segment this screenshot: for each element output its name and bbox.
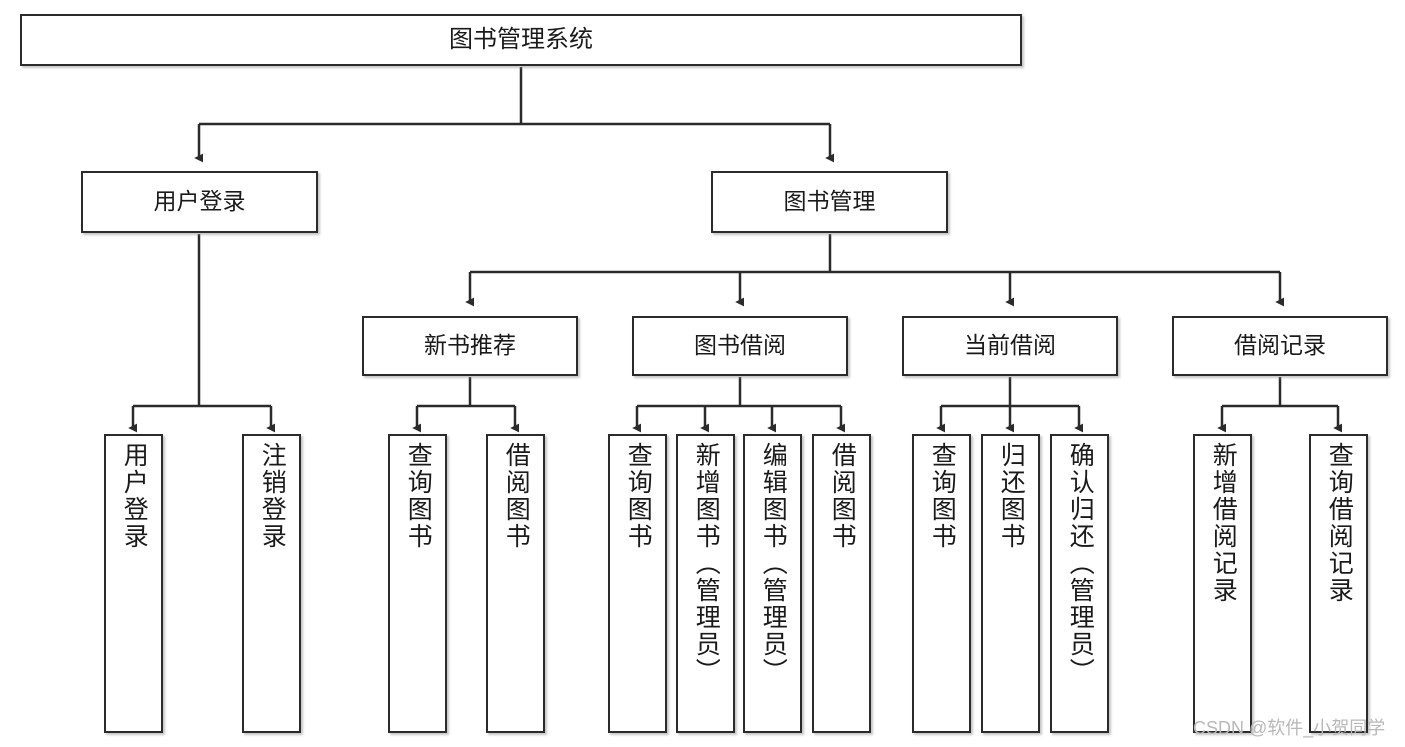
node-new-book-rec[interactable]: 新书推荐: [362, 316, 578, 376]
node-label: 查询借阅记录: [1325, 442, 1354, 604]
node-borrow-record[interactable]: 借阅记录: [1172, 316, 1388, 376]
leaf-query-book-1[interactable]: 查询图书: [388, 434, 447, 733]
leaf-query-book-2[interactable]: 查询图书: [608, 434, 667, 733]
node-label: 当前借阅: [964, 332, 1056, 359]
node-label: 图书借阅: [694, 332, 786, 359]
node-label: 新书推荐: [424, 332, 516, 359]
node-label: 注销登录: [258, 442, 287, 550]
leaf-add-record[interactable]: 新增借阅记录: [1193, 434, 1252, 733]
node-root-system[interactable]: 图书管理系统: [20, 14, 1022, 66]
node-label: 借阅图书: [828, 442, 857, 550]
leaf-borrow-book-1[interactable]: 借阅图书: [486, 434, 545, 733]
leaf-logout[interactable]: 注销登录: [242, 434, 301, 733]
leaf-query-record[interactable]: 查询借阅记录: [1309, 434, 1368, 733]
node-label: 借阅图书: [502, 442, 531, 550]
leaf-confirm-return[interactable]: 确认归还（管理员）: [1050, 434, 1109, 733]
node-label: 确认归还（管理员）: [1066, 442, 1095, 685]
node-user-login[interactable]: 用户登录: [81, 171, 318, 233]
leaf-user-login[interactable]: 用户登录: [104, 434, 163, 733]
node-label: 新增图书（管理员）: [692, 442, 721, 685]
node-label: 编辑图书（管理员）: [759, 442, 788, 685]
node-label: 借阅记录: [1234, 332, 1326, 359]
node-label: 用户登录: [120, 442, 149, 550]
leaf-borrow-book-2[interactable]: 借阅图书: [812, 434, 871, 733]
node-label: 归还图书: [997, 442, 1026, 550]
node-book-manage[interactable]: 图书管理: [711, 171, 948, 233]
node-label: 图书管理: [783, 188, 876, 215]
node-book-borrow[interactable]: 图书借阅: [632, 316, 848, 376]
node-label: 新增借阅记录: [1209, 442, 1238, 604]
leaf-edit-book[interactable]: 编辑图书（管理员）: [743, 434, 802, 733]
leaf-add-book[interactable]: 新增图书（管理员）: [676, 434, 735, 733]
watermark-text: CSDN @软件_小贺同学: [1193, 718, 1386, 738]
node-current-borrow[interactable]: 当前借阅: [902, 316, 1118, 376]
leaf-query-book-3[interactable]: 查询图书: [912, 434, 971, 733]
node-label: 用户登录: [153, 188, 246, 215]
node-label: 查询图书: [404, 442, 433, 550]
node-label: 图书管理系统: [449, 25, 593, 53]
node-label: 查询图书: [928, 442, 957, 550]
node-label: 查询图书: [624, 442, 653, 550]
leaf-return-book[interactable]: 归还图书: [981, 434, 1040, 733]
